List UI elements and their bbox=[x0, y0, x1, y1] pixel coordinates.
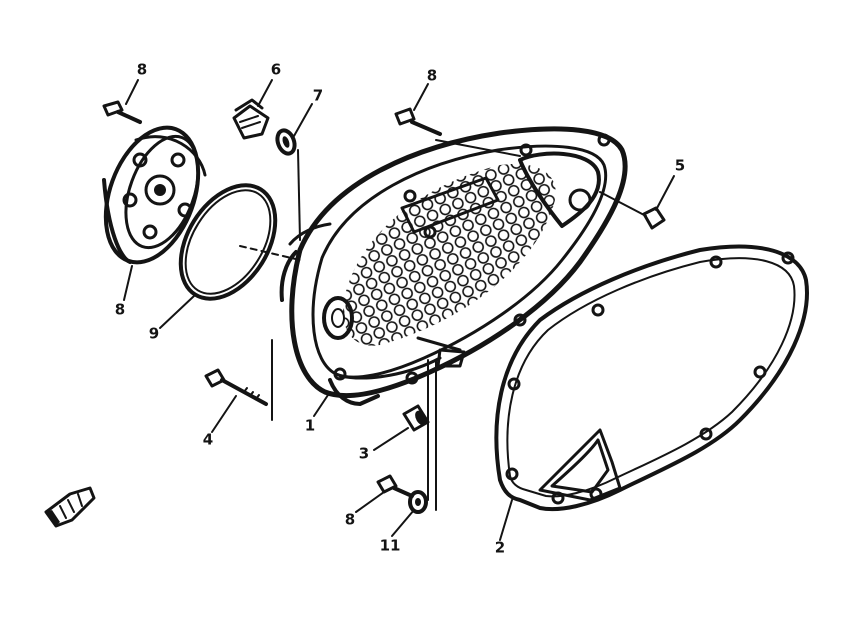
callout-8-top: 8 bbox=[427, 67, 437, 85]
bushing-part-5 bbox=[599, 191, 666, 230]
callout-8-left: 8 bbox=[115, 301, 125, 319]
long-bolt-part-4 bbox=[204, 368, 268, 406]
crankcase-cover-part-1 bbox=[279, 126, 628, 406]
rotor-cover-part-8-left bbox=[102, 125, 207, 265]
bolt-part-8-top bbox=[394, 107, 442, 136]
dowel-part-3 bbox=[402, 404, 430, 432]
callout-2: 2 bbox=[495, 539, 505, 557]
callout-7: 7 bbox=[313, 87, 323, 105]
callout-5: 5 bbox=[675, 157, 685, 175]
callout-10: 8 bbox=[137, 61, 147, 79]
washer-part-11 bbox=[408, 490, 428, 514]
callout-8-bottom: 8 bbox=[345, 511, 355, 529]
callout-6: 6 bbox=[271, 61, 281, 79]
callout-1: 1 bbox=[305, 417, 315, 435]
callout-9: 9 bbox=[149, 325, 159, 343]
leader-lines bbox=[123, 79, 675, 541]
callout-11: 11 bbox=[380, 537, 401, 555]
callout-4: 4 bbox=[203, 431, 213, 449]
seal-ring-part-7 bbox=[275, 128, 297, 156]
gasket-part-9 bbox=[178, 183, 278, 301]
callout-3: 3 bbox=[359, 445, 369, 463]
bolt-part-8-bottom bbox=[376, 474, 414, 498]
bolt-part-10 bbox=[102, 100, 142, 124]
plug-part-6 bbox=[232, 98, 270, 140]
front-direction-icon bbox=[44, 486, 96, 528]
callouts: 8 6 7 8 5 8 9 4 1 3 8 11 2 bbox=[115, 61, 685, 557]
cover-gasket-part-2 bbox=[494, 244, 809, 512]
